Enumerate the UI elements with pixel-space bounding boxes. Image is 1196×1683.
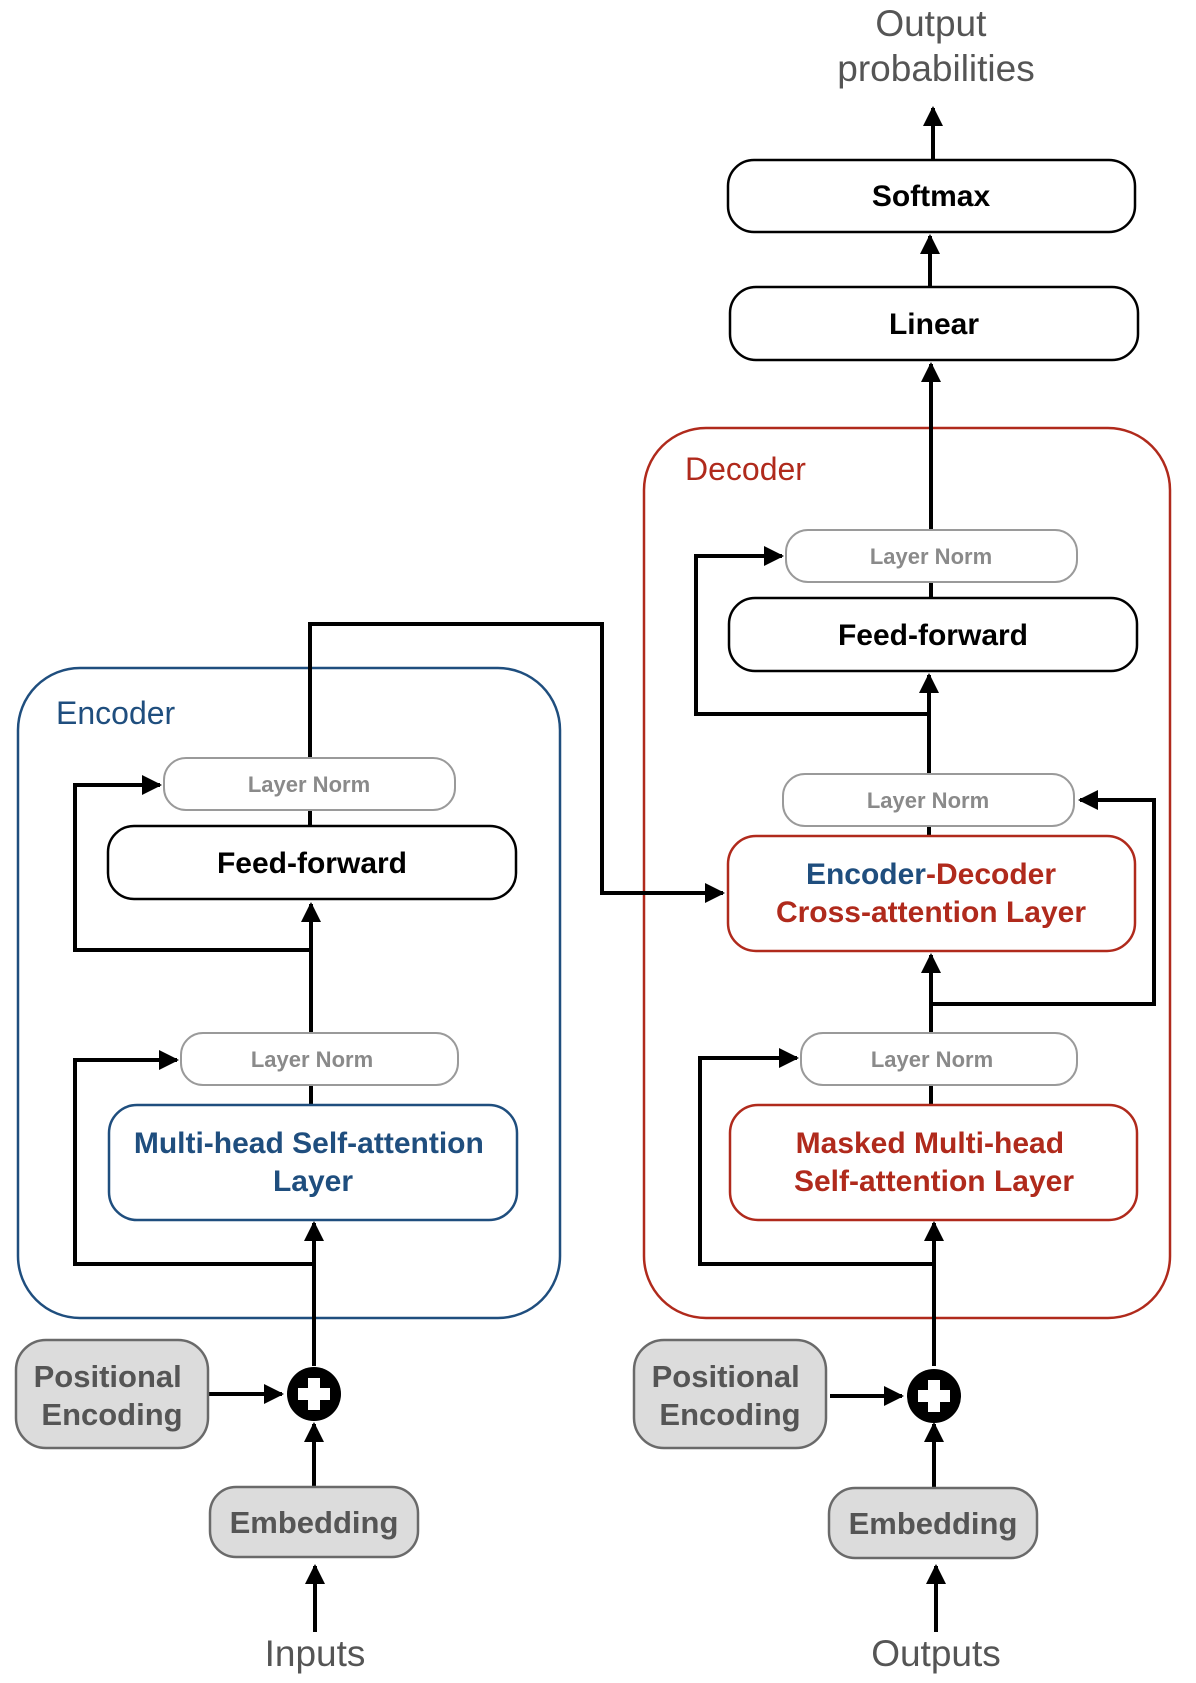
decoder-add-icon — [907, 1369, 961, 1423]
softmax-box: Softmax — [726, 158, 1137, 234]
inputs-label: Inputs — [265, 1633, 366, 1674]
encoder-title: Encoder — [56, 695, 176, 731]
encoder-layer-norm-bottom: Layer Norm — [180, 1032, 459, 1086]
self-attention-box: Multi-head Self-attention Layer — [107, 1103, 519, 1222]
svg-text:Softmax: Softmax — [872, 180, 991, 213]
masked-attention-box: Masked Multi-head Self-attention Layer — [728, 1103, 1139, 1222]
svg-text:Embedding: Embedding — [230, 1505, 399, 1540]
decoder-container — [642, 426, 1172, 1320]
svg-text:Positional Encoding: Positional Encoding — [34, 1359, 191, 1432]
encoder-add-icon — [287, 1367, 341, 1421]
svg-text:Embedding: Embedding — [849, 1506, 1018, 1541]
svg-text:Layer Norm: Layer Norm — [871, 1047, 993, 1072]
decoder-positional-encoding-box: Positional Encoding — [632, 1338, 828, 1450]
svg-text:Cross-attention Layer: Cross-attention Layer — [776, 896, 1086, 929]
svg-text:Linear: Linear — [889, 308, 979, 341]
encoder-positional-encoding-box: Positional Encoding — [14, 1338, 210, 1450]
encoder-container — [16, 666, 562, 1320]
encoder-embedding-box: Embedding — [208, 1485, 420, 1559]
svg-text:Multi-head Self-attention: Multi-head Self-attention Layer — [134, 1127, 492, 1198]
cross-attention-box: Encoder-Decoder Cross-attention Layer — [726, 834, 1137, 953]
decoder-connectors — [694, 106, 1156, 1632]
encoder-connectors — [73, 622, 725, 1632]
decoder-feed-forward-box: Feed-forward — [727, 596, 1139, 673]
svg-text:Encoder-Decoder: Encoder-Decoder — [806, 858, 1056, 891]
output-probabilities-label: Output probabilities — [837, 3, 1034, 89]
svg-text:Positional Encoding: Positional Encoding — [652, 1359, 809, 1432]
outputs-label: Outputs — [871, 1633, 1001, 1674]
decoder-layer-norm-mid: Layer Norm — [782, 773, 1075, 827]
svg-text:Layer Norm: Layer Norm — [248, 772, 370, 797]
svg-text:Layer Norm: Layer Norm — [251, 1047, 373, 1072]
linear-box: Linear — [728, 285, 1140, 362]
encoder-feed-forward-box: Feed-forward — [106, 824, 518, 901]
svg-text:Feed-forward: Feed-forward — [838, 619, 1028, 652]
decoder-embedding-box: Embedding — [827, 1486, 1039, 1560]
svg-text:Layer Norm: Layer Norm — [867, 788, 989, 813]
encoder-layer-norm-top: Layer Norm — [163, 757, 456, 811]
svg-text:Feed-forward: Feed-forward — [217, 847, 407, 880]
svg-text:Masked Multi-head Self-a: Masked Multi-head Self-attention Layer — [794, 1127, 1074, 1198]
decoder-layer-norm-top: Layer Norm — [785, 529, 1078, 583]
decoder-title: Decoder — [685, 451, 806, 487]
svg-text:Layer Norm: Layer Norm — [870, 544, 992, 569]
decoder-layer-norm-bottom: Layer Norm — [800, 1032, 1078, 1086]
